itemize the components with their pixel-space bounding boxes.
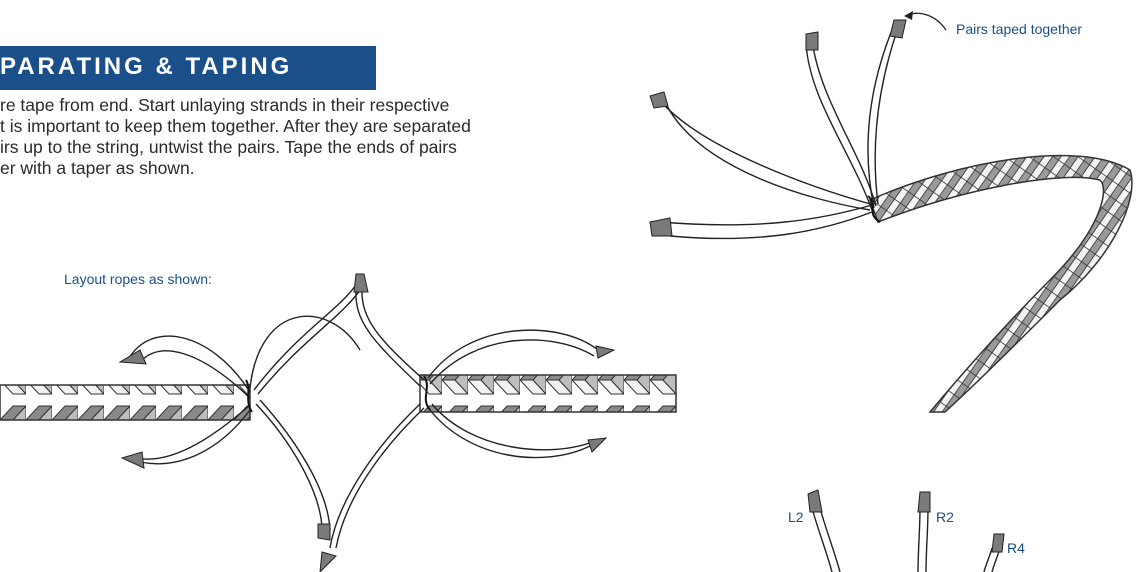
labeled-strands-figure: [808, 490, 1004, 572]
curved-rope: [870, 156, 1132, 412]
right-strand-pairs: [330, 286, 598, 548]
taped-pairs-figure: [650, 11, 1132, 412]
layout-figure: [0, 274, 676, 572]
right-rope: [420, 375, 676, 412]
tape-tips: [120, 274, 614, 572]
left-rope: [0, 385, 250, 420]
callout-arrowhead: [904, 11, 913, 20]
separated-strands: [658, 28, 898, 239]
